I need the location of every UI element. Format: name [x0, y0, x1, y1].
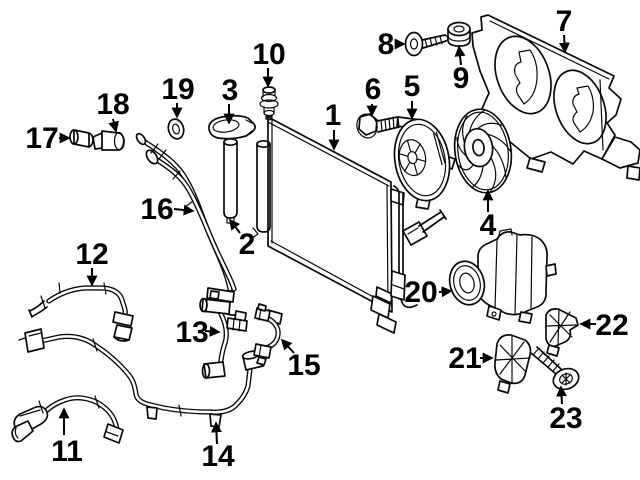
condenser-art	[265, 116, 447, 334]
bracket-bolt-art	[530, 346, 580, 391]
callout-10-label: 10	[252, 38, 285, 71]
callout-20[interactable]: 20	[404, 276, 453, 309]
callout-3-label: 3	[222, 74, 239, 107]
callout-2[interactable]: 2	[228, 218, 256, 261]
ac-hose-vertical-art	[199, 290, 248, 379]
callout-18-arrow	[108, 118, 120, 133]
callout-11[interactable]: 11	[51, 407, 83, 468]
mount-bracket-front-art	[494, 334, 532, 394]
callout-7-arrow	[558, 34, 570, 54]
ac-line-assembly-art	[18, 328, 264, 428]
callout-18[interactable]: 18	[96, 88, 130, 133]
callout-10[interactable]: 10	[252, 38, 286, 88]
callout-19-label: 19	[161, 73, 194, 106]
connector-hose-art	[253, 303, 278, 366]
compressor-art	[448, 228, 557, 324]
callout-16[interactable]: 16	[140, 193, 195, 226]
callout-18-label: 18	[96, 88, 129, 121]
callout-23-arrow	[556, 385, 568, 405]
callout-23-label: 23	[549, 402, 582, 435]
callout-1[interactable]: 1	[325, 99, 342, 151]
pressure-sensor-art	[259, 86, 279, 121]
callout-5-label: 5	[404, 70, 421, 103]
callout-17-label: 17	[25, 122, 58, 155]
callout-15-arrow	[280, 338, 295, 354]
grommet-art	[447, 21, 471, 47]
callout-21-label: 21	[448, 342, 481, 375]
callout-8[interactable]: 8	[378, 28, 406, 61]
callout-22[interactable]: 22	[579, 309, 629, 342]
ac-pipe-art	[28, 282, 134, 342]
callout-6[interactable]: 6	[365, 73, 382, 117]
callout-2-arrow	[228, 218, 241, 234]
ac-hose-art	[11, 396, 124, 444]
callout-7-label: 7	[556, 5, 573, 38]
fan-blade-art	[453, 108, 513, 194]
callout-14-arrow	[210, 421, 222, 445]
sealing-cap-large-art	[92, 130, 125, 151]
callout-13-arrow	[204, 325, 221, 337]
fan-shroud-art	[471, 14, 640, 181]
o-ring-art	[167, 118, 185, 140]
callout-8-label: 8	[378, 28, 395, 61]
callout-21[interactable]: 21	[448, 342, 494, 375]
callout-13-label: 13	[175, 316, 208, 349]
callout-20-arrow	[438, 286, 453, 298]
callout-14-label: 14	[201, 440, 235, 473]
callout-20-label: 20	[404, 276, 437, 309]
callout-19[interactable]: 19	[161, 73, 195, 119]
callout-12-label: 12	[75, 238, 108, 271]
callout-9[interactable]: 9	[453, 45, 470, 95]
callout-11-label: 11	[51, 435, 83, 468]
callout-16-arrow	[173, 204, 195, 216]
callout-15[interactable]: 15	[280, 338, 321, 382]
callout-23[interactable]: 23	[549, 385, 583, 435]
callout-15-label: 15	[287, 349, 320, 382]
drier-cap-art	[208, 114, 256, 140]
mount-bracket-rear-art	[545, 308, 579, 357]
callout-9-label: 9	[453, 62, 470, 95]
callout-5[interactable]: 5	[404, 70, 421, 120]
dual-pipe-assembly-art	[135, 132, 247, 322]
callout-2-label: 2	[239, 228, 256, 261]
callout-4-label: 4	[480, 209, 497, 242]
sealing-cap-small-art	[69, 129, 94, 148]
callout-1-label: 1	[325, 99, 342, 132]
receiver-drier-art	[223, 137, 271, 239]
callout-7[interactable]: 7	[556, 5, 573, 54]
callout-17[interactable]: 17	[25, 122, 71, 155]
callout-13[interactable]: 13	[175, 316, 221, 349]
callout-12[interactable]: 12	[75, 238, 109, 287]
callout-16-label: 16	[140, 193, 173, 226]
callout-14[interactable]: 14	[201, 421, 235, 473]
callout-9-arrow	[454, 45, 466, 66]
callout-4[interactable]: 4	[480, 189, 497, 242]
callout-6-label: 6	[365, 73, 382, 106]
fan-motor-bolt-art	[356, 113, 400, 139]
shroud-screw-art	[404, 31, 450, 57]
callout-3[interactable]: 3	[222, 74, 239, 125]
callout-22-label: 22	[595, 309, 628, 342]
